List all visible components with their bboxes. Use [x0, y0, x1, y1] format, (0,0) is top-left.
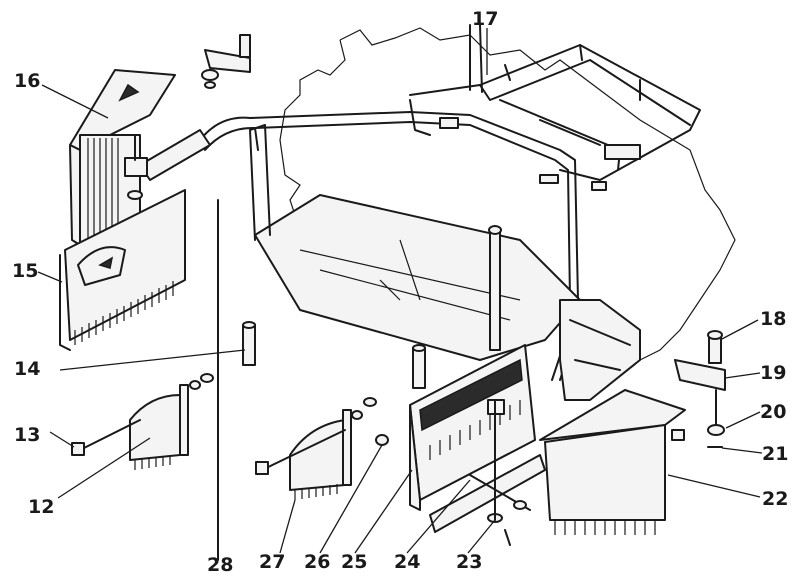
callout-22: 22 [762, 488, 789, 510]
hydraulic-cylinder [124, 129, 211, 200]
callout-28: 28 [207, 554, 234, 576]
callout-26: 26 [304, 551, 331, 573]
leader-lines [37, 28, 763, 556]
part-15-panel [59, 189, 186, 351]
callout-25: 25 [341, 551, 368, 573]
part-23-strip [429, 399, 546, 546]
callout-20: 20 [760, 401, 787, 423]
callout-21: 21 [762, 443, 789, 465]
part-25-panel [409, 225, 536, 511]
callout-18: 18 [760, 308, 787, 330]
blade-plate [249, 124, 581, 361]
hydraulic-pipes [199, 99, 579, 381]
part-14-pin [217, 199, 256, 561]
right-hinge [674, 330, 726, 448]
callout-15: 15 [12, 260, 39, 282]
callout-13: 13 [14, 424, 41, 446]
part-27-bracket [255, 397, 377, 500]
callout-14: 14 [14, 358, 41, 380]
part-12-bracket [129, 373, 214, 470]
part-22-panel [539, 389, 686, 535]
part-26-nut [375, 434, 389, 446]
callout-19: 19 [760, 362, 787, 384]
machine-silhouette [279, 27, 736, 361]
right-support [559, 299, 641, 401]
callout-16: 16 [14, 70, 41, 92]
callout-12: 12 [28, 496, 55, 518]
callout-17: 17 [472, 8, 499, 30]
frame-assembly [409, 24, 701, 191]
callout-27: 27 [259, 551, 286, 573]
callout-23: 23 [456, 551, 483, 573]
part-13-bolt [71, 419, 141, 456]
callout-24: 24 [394, 551, 421, 573]
top-hinge [201, 34, 251, 89]
